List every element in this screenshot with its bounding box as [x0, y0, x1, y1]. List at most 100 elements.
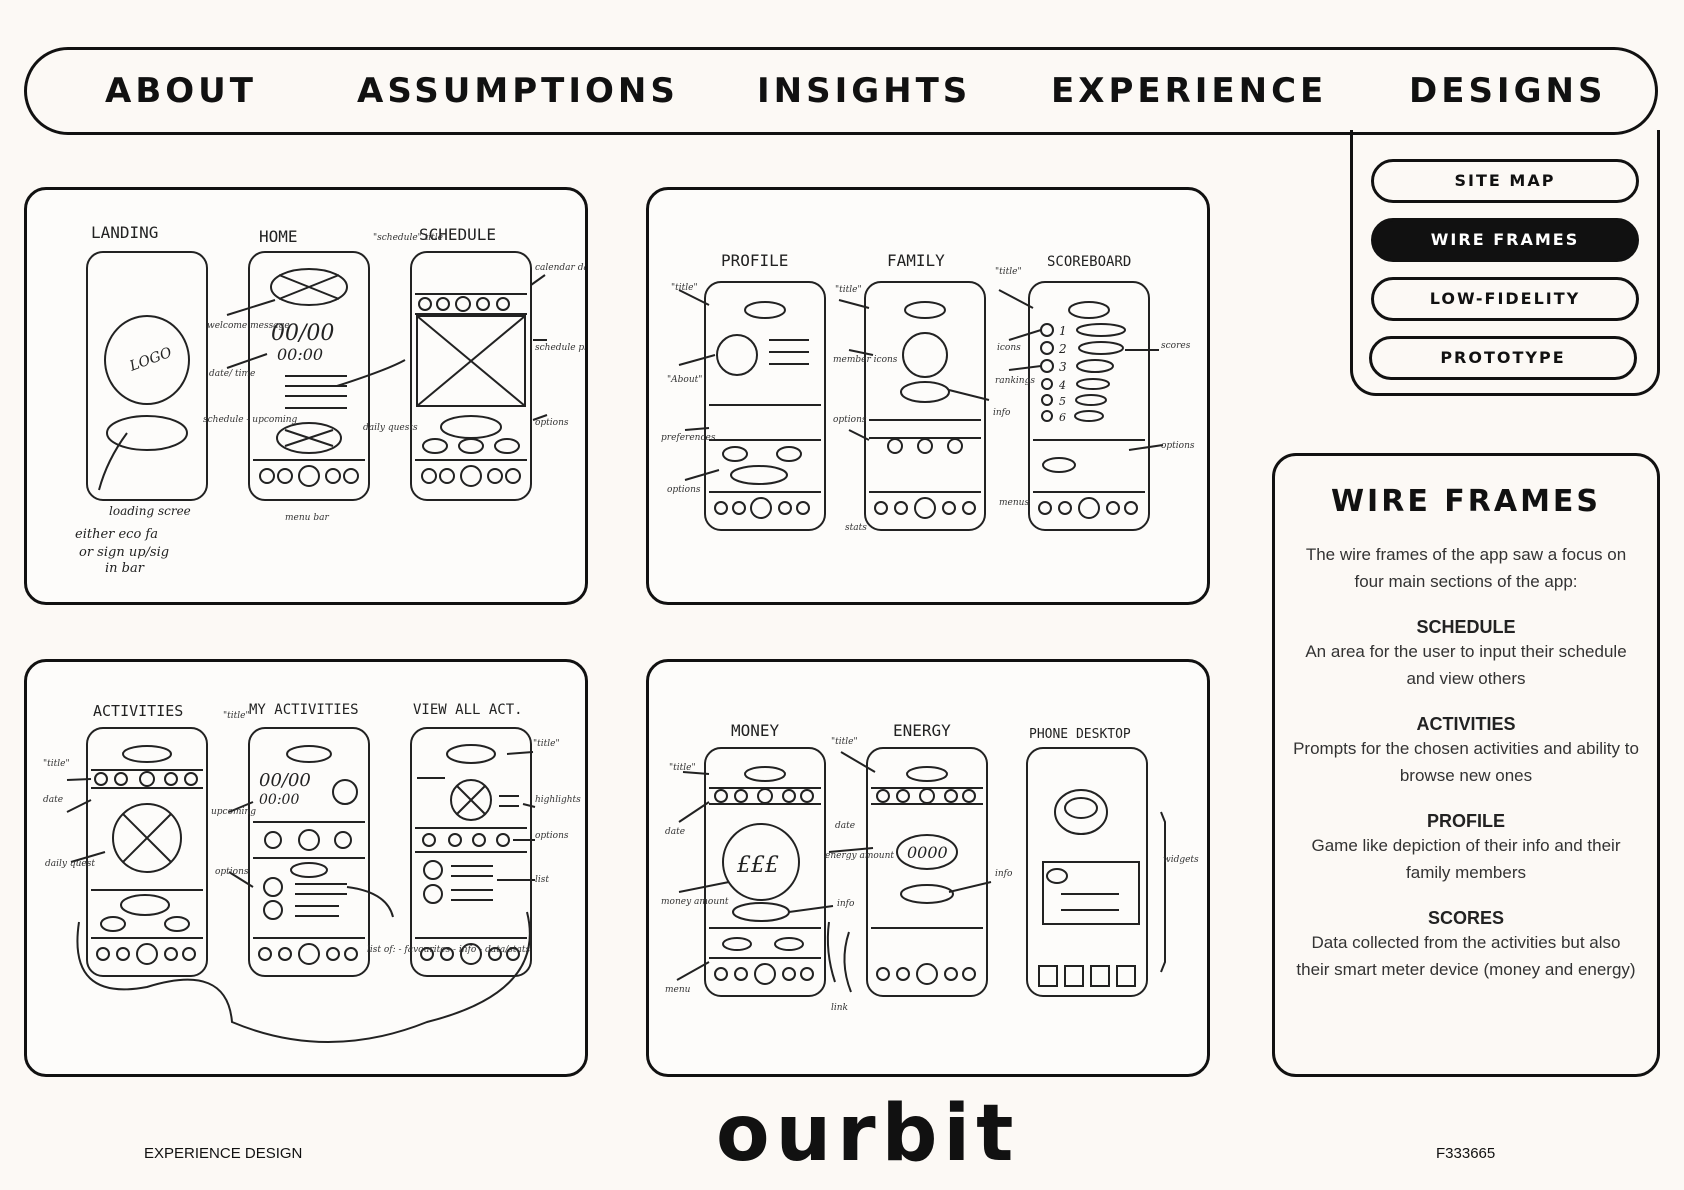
note-family-options: options: [833, 415, 867, 425]
note-scoreboard-scores: scores: [1161, 341, 1191, 351]
note-upcoming: upcoming: [211, 807, 256, 817]
note-eco: either eco fa: [75, 527, 158, 542]
wireframe-panel-money-energy-desktop: MONEY ENERGY PHONE DESKTOP "title" date …: [646, 659, 1210, 1077]
screen-label-energy: ENERGY: [893, 721, 951, 740]
screen-label-scoreboard: SCOREBOARD: [1047, 254, 1131, 270]
rank-3: 3: [1059, 360, 1067, 374]
note-energy-value: 0000: [907, 843, 948, 862]
rank-6: 6: [1059, 411, 1066, 424]
screen-label-family: FAMILY: [887, 251, 945, 270]
note-scoreboard-options: options: [1161, 441, 1195, 451]
note-my-options: options: [215, 867, 249, 877]
section-heading-profile: PROFILE: [1426, 811, 1505, 831]
screen-label-phone-desktop: PHONE DESKTOP: [1029, 727, 1131, 742]
note-scoreboard-rankings: rankings: [995, 376, 1035, 386]
screen-label-my-activities: MY ACTIVITIES: [249, 702, 359, 718]
note-profile-about: "About": [667, 375, 702, 385]
prototype-button[interactable]: PROTOTYPE: [1369, 336, 1637, 380]
wireframe-panel-landing-home-schedule: LANDING HOME SCHEDULE LOGO 00/00 00:00 w…: [24, 187, 588, 605]
note-energy-info: info: [995, 869, 1013, 879]
note-daily-quest: daily quest: [45, 859, 95, 869]
note-scoreboard-icons: icons: [997, 343, 1021, 353]
rank-5: 5: [1059, 395, 1066, 408]
note-family-title: "title": [835, 285, 862, 295]
note-list-of: list of: - favourites - info - data/stat…: [367, 945, 530, 955]
section-text-schedule: An area for the user to input their sche…: [1305, 642, 1627, 688]
note-menu-bar: menu bar: [285, 513, 329, 523]
note-my-time: 00:00: [259, 792, 299, 808]
footer-course-label: EXPERIENCE DESIGN: [144, 1145, 303, 1162]
screen-label-schedule: SCHEDULE: [419, 225, 496, 244]
section-heading-schedule: SCHEDULE: [1416, 617, 1516, 637]
nav-designs[interactable]: DESIGNS: [1409, 71, 1607, 111]
note-view-options: options: [535, 831, 569, 841]
nav-about[interactable]: ABOUT: [105, 71, 257, 111]
wireframe-panel-profile-family-scoreboard: PROFILE FAMILY SCOREBOARD "title" "About…: [646, 187, 1210, 605]
info-intro: The wire frames of the app saw a focus o…: [1305, 545, 1627, 591]
wire-frames-info-card: WIRE FRAMES The wire frames of the app s…: [1272, 453, 1660, 1077]
note-money-menu: menu: [665, 985, 691, 995]
note-schedule-title: "schedule" title: [373, 233, 443, 243]
note-family-stats: stats: [845, 523, 867, 533]
note-highlights: highlights: [535, 795, 581, 805]
note-daily-quests: daily quests: [363, 423, 418, 433]
note-view-title: "title": [533, 739, 560, 749]
note-date: 00/00: [271, 321, 334, 346]
low-fidelity-button[interactable]: LOW-FIDELITY: [1371, 277, 1639, 321]
note-money-amount: money amount: [661, 897, 729, 907]
ourbit-logo: ourbit: [716, 1089, 1020, 1179]
rank-4: 4: [1058, 379, 1066, 392]
wireframe-sketch: MONEY ENERGY PHONE DESKTOP "title" date …: [661, 721, 1199, 1013]
nav-insights[interactable]: INSIGHTS: [757, 71, 972, 111]
note-activities-date: date: [43, 795, 63, 805]
note-calendar-dates: calendar dates: [535, 263, 588, 273]
note-family-info: info: [993, 408, 1011, 418]
note-family-member-icons: member icons: [833, 355, 898, 365]
wireframe-panel-activities: ACTIVITIES MY ACTIVITIES VIEW ALL ACT. "…: [24, 659, 588, 1077]
note-signup: or sign up/sig: [79, 545, 169, 560]
note-energy-title: "title": [831, 737, 858, 747]
note-activities-title: "title": [43, 759, 70, 769]
note-scoreboard-title: "title": [995, 267, 1022, 277]
note-energy-date: date: [835, 821, 855, 831]
info-title: WIRE FRAMES: [1330, 484, 1602, 519]
section-text-activities: Prompts for the chosen activities and ab…: [1293, 739, 1639, 785]
note-welcome-message: welcome message: [207, 321, 290, 331]
nav-experience[interactable]: EXPERIENCE: [1051, 71, 1328, 111]
wireframe-sketch: LANDING HOME SCHEDULE LOGO 00/00 00:00 w…: [75, 223, 588, 576]
note-logo: LOGO: [127, 345, 175, 375]
note-my-activities-title: "title": [223, 711, 250, 721]
site-map-button[interactable]: SITE MAP: [1371, 159, 1639, 203]
section-heading-activities: ACTIVITIES: [1416, 714, 1516, 734]
nav-assumptions[interactable]: ASSUMPTIONS: [357, 71, 679, 111]
screen-label-home: HOME: [259, 227, 298, 246]
section-text-profile: Game like depiction of their info and th…: [1311, 836, 1621, 882]
note-options: options: [535, 418, 569, 428]
rank-1: 1: [1059, 324, 1067, 338]
screen-label-activities: ACTIVITIES: [93, 702, 183, 720]
note-list: list: [535, 875, 549, 885]
note-money-date: date: [665, 827, 685, 837]
wireframe-sketch: PROFILE FAMILY SCOREBOARD "title" "About…: [661, 251, 1195, 533]
screen-label-money: MONEY: [731, 721, 780, 740]
note-time: 00:00: [277, 345, 323, 364]
note-profile-title: "title": [671, 283, 698, 293]
note-loading: loading scree: [109, 504, 191, 518]
note-my-date: 00/00: [259, 770, 311, 791]
note-schedule-plans: schedule plans: [535, 343, 588, 353]
note-date-time: date/ time: [209, 369, 255, 379]
note-schedule-upcoming: schedule - upcoming: [203, 415, 298, 425]
note-money-title: "title": [669, 763, 696, 773]
note-profile-preferences: preferences: [661, 433, 716, 443]
section-heading-scores: SCORES: [1427, 908, 1505, 928]
note-energy-amount: energy amount: [825, 851, 894, 861]
wireframe-sketch: ACTIVITIES MY ACTIVITIES VIEW ALL ACT. "…: [43, 702, 581, 1043]
top-nav: ABOUT ASSUMPTIONS INSIGHTS EXPERIENCE DE…: [24, 47, 1658, 135]
footer-student-id: F333665: [1436, 1145, 1496, 1162]
screen-label-view-all: VIEW ALL ACT.: [413, 702, 523, 718]
note-profile-options: options: [667, 485, 701, 495]
section-text-scores: Data collected from the activities but a…: [1296, 933, 1636, 979]
note-money-info: info: [837, 899, 855, 909]
wire-frames-button[interactable]: WIRE FRAMES: [1371, 218, 1639, 262]
note-in-bar: in bar: [105, 561, 145, 576]
